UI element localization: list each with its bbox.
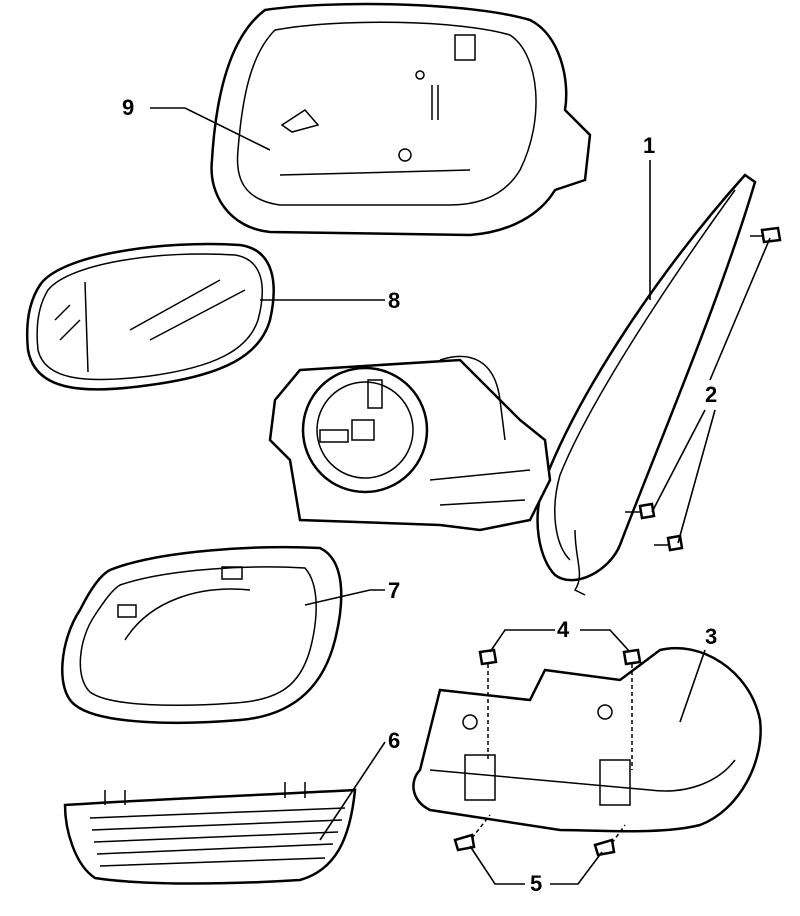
part-cover-screws: [453, 648, 642, 857]
callout-5: 5: [530, 871, 543, 896]
callout-7: 7: [388, 578, 401, 603]
callout-6: 6: [388, 728, 401, 753]
part-trim-frame: [61, 545, 343, 725]
part-mirror-glass: [25, 242, 275, 391]
callout-8: 8: [388, 288, 401, 313]
callout-1: 1: [643, 133, 656, 158]
callout-2: 2: [705, 382, 718, 407]
part-motor-assembly: [268, 355, 586, 596]
part-turn-signal-lens: [63, 782, 357, 885]
part-lower-cover: [412, 646, 762, 833]
leader-lines: [150, 107, 771, 885]
part-screws: [625, 226, 782, 552]
callout-3: 3: [705, 624, 718, 649]
part-mirror-cap: [210, 2, 592, 237]
callout-4: 4: [557, 617, 570, 642]
callout-9: 9: [122, 95, 135, 120]
part-housing-arm: [536, 173, 757, 582]
